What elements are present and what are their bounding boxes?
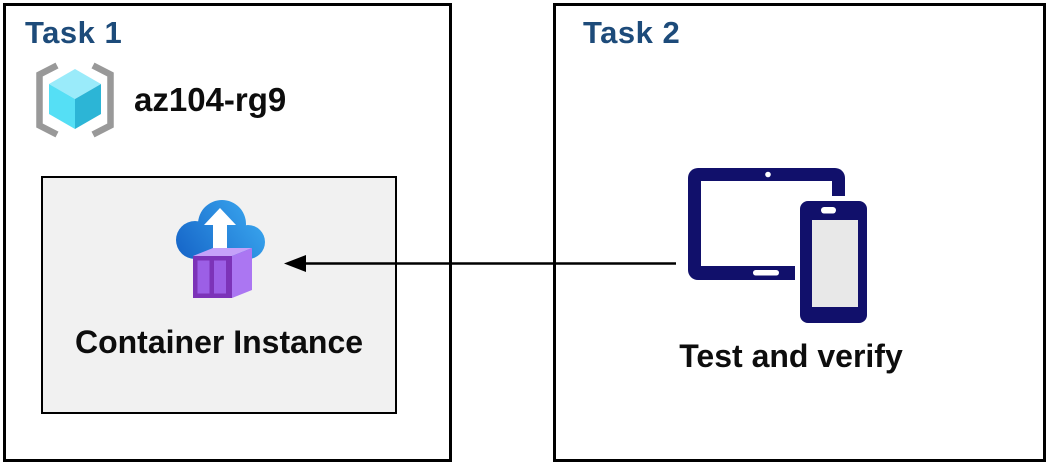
container-box-shape: [193, 248, 252, 298]
resource-group-icon: [36, 62, 114, 138]
container-instance-box: Container Instance: [41, 176, 397, 414]
resource-group-row: az104-rg9: [33, 62, 286, 138]
container-instances-icon: [176, 200, 265, 298]
test-and-verify-label: Test and verify: [679, 338, 903, 374]
tablet-home-button: [753, 270, 779, 276]
tablet-camera-dot: [765, 171, 771, 178]
devices-icon: [688, 168, 872, 327]
phone-speaker: [821, 207, 836, 214]
task2-box: Task 2 Test and verify: [553, 3, 1046, 462]
container-instance-label: Container Instance: [74, 324, 364, 360]
phone-icon: [795, 196, 872, 327]
task1-title: Task 1: [25, 15, 123, 50]
left-arrow: [284, 255, 676, 272]
arrowhead: [284, 255, 306, 272]
task1-box: Task 1 az104-rg9: [3, 3, 452, 462]
upload-arrow-icon: [204, 208, 236, 254]
resource-group-name: az104-rg9: [134, 81, 287, 118]
task2-title: Task 2: [583, 15, 681, 50]
